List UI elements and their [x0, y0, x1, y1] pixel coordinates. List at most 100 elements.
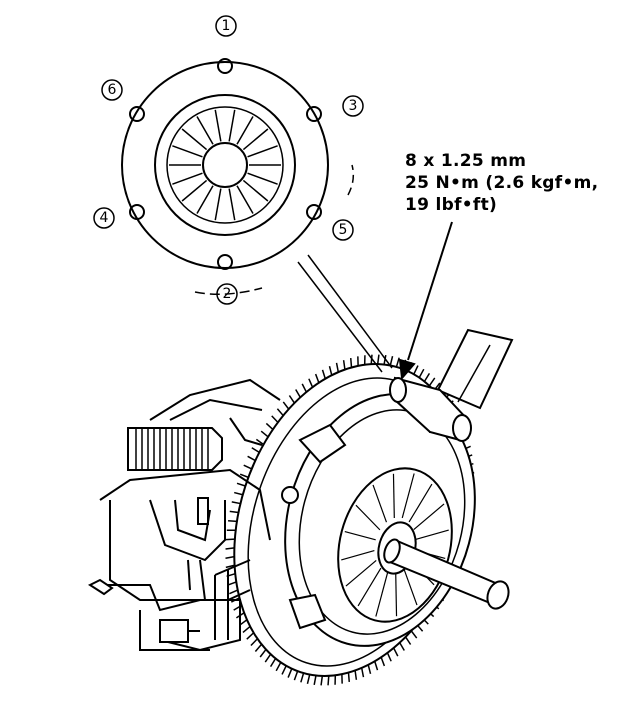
hose-ribs: [135, 428, 209, 470]
gear-tooth: [404, 636, 412, 645]
spring-finger: [395, 571, 398, 617]
gear-tooth: [347, 672, 351, 683]
gear-tooth: [254, 643, 263, 652]
engine-block: [87, 378, 281, 652]
gear-tooth: [246, 632, 255, 640]
spec-bolt-size: 8 x 1.25 mm: [405, 151, 527, 171]
gear-tooth: [374, 661, 379, 671]
gear-tooth: [301, 383, 308, 393]
gear-tooth: [282, 401, 290, 410]
gear-tooth: [354, 670, 358, 680]
badge-1: [215, 15, 237, 37]
gear-tooth: [229, 510, 239, 514]
gear-tooth: [413, 365, 419, 375]
spring-finger: [392, 473, 395, 519]
diaphragm-finger: [247, 172, 278, 185]
gear-tooth: [383, 354, 387, 365]
torque-leader-line: [398, 221, 453, 381]
diaphragm-outer-ring: [154, 94, 296, 236]
gear-tooth: [230, 597, 240, 603]
diaphragm-finger: [228, 109, 236, 142]
gear-tooth: [226, 572, 236, 578]
gear-tooth: [225, 564, 235, 569]
diaphragm-finger: [242, 179, 269, 202]
diaphragm-finger: [236, 116, 254, 145]
spring-finger: [372, 484, 388, 523]
gear-tooth: [407, 362, 413, 372]
gear-tooth: [271, 415, 279, 423]
spring-finger: [401, 473, 415, 519]
badge-label-3: 3: [349, 98, 358, 114]
gear-tooth: [288, 395, 296, 404]
gear-tooth: [360, 667, 365, 678]
badge-label-4: 4: [100, 210, 109, 226]
gear-tooth: [269, 658, 277, 668]
gear-tooth: [235, 612, 245, 619]
gear-tooth: [423, 372, 431, 382]
gear-tooth: [386, 652, 392, 662]
bolt-hole-2: [217, 254, 233, 270]
gear-tooth: [251, 447, 260, 454]
gear-tooth: [313, 675, 317, 686]
bolt-sequence-inset: [121, 58, 355, 295]
spec-torque-imperial: 19 lbf•ft): [405, 195, 498, 215]
gear-tooth: [399, 642, 405, 651]
diaphragm-fingers: [169, 109, 281, 221]
inset-callout-lines: [297, 254, 393, 373]
bolt-hole-4: [129, 204, 145, 220]
gear-tooth: [335, 362, 340, 373]
spring-finger: [357, 567, 382, 607]
diaphragm-finger: [172, 172, 203, 185]
gear-tooth: [392, 647, 399, 657]
gear-tooth: [376, 354, 380, 365]
diaphragm-finger: [196, 185, 214, 214]
gear-tooth: [327, 675, 330, 686]
diaphragm-finger: [214, 188, 222, 221]
torque-specification: 8 x 1.25 mm 25 N•m (2.6 kgf•m, 19 lbf•ft…: [405, 150, 598, 216]
gear-tooth: [287, 668, 293, 678]
badge-label-2: 2: [223, 286, 232, 302]
bolt-hole-5: [306, 204, 322, 220]
gear-tooth: [418, 368, 425, 378]
diaphragm-finger: [214, 109, 222, 142]
torque-wrench: [389, 328, 514, 442]
gear-tooth: [389, 355, 394, 366]
gear-tooth: [314, 373, 320, 384]
gear-tooth: [264, 653, 272, 663]
spring-finger: [415, 529, 449, 541]
gear-tooth: [259, 649, 267, 658]
bolt-hole-1: [217, 58, 233, 74]
gear-tooth: [370, 354, 373, 365]
gear-tooth: [225, 538, 235, 541]
gear-tooth: [229, 589, 239, 595]
gear-tooth: [328, 365, 333, 376]
gear-tooth: [275, 662, 282, 672]
gear-tooth: [306, 674, 311, 685]
gear-tooth: [228, 520, 237, 523]
gear-tooth: [410, 630, 418, 639]
mount-bolt: [159, 619, 189, 643]
gear-tooth: [250, 638, 258, 647]
spring-finger: [408, 483, 433, 523]
pressure-plate-outline: [121, 61, 329, 269]
gear-tooth: [239, 473, 249, 479]
alignment-tool: [383, 538, 510, 610]
diaphragm-finger: [181, 179, 208, 202]
spring-finger: [344, 530, 376, 541]
gear-tooth: [349, 357, 353, 368]
spring-finger: [413, 503, 445, 530]
gear-tooth: [227, 581, 237, 586]
gear-tooth: [231, 501, 241, 505]
spring-finger: [355, 504, 381, 531]
arc-indicator-2: [194, 287, 263, 295]
gear-tooth: [225, 555, 235, 559]
gear-tooth: [320, 675, 324, 686]
badge-6: [101, 79, 123, 101]
diaphragm-finger: [242, 128, 269, 151]
bolt-hole-6: [129, 106, 145, 122]
spring-finger: [345, 560, 377, 587]
gear-tooth: [233, 604, 243, 611]
gear-tooth: [242, 625, 251, 634]
gear-tooth: [367, 664, 372, 675]
